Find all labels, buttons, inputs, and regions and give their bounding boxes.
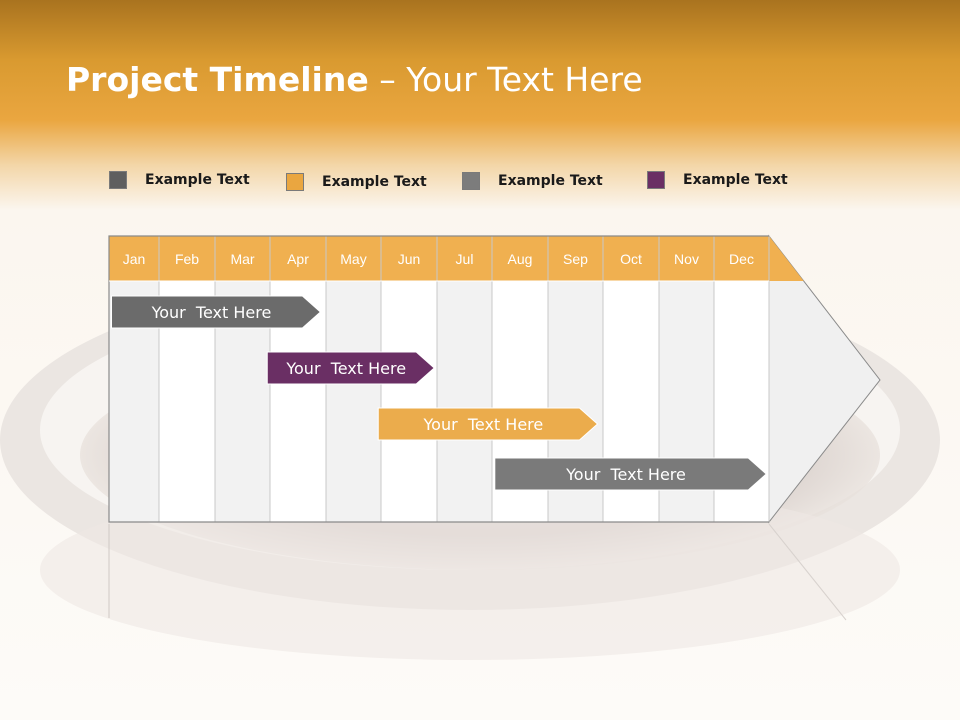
- arrow-tip-header: [769, 236, 804, 281]
- month-header-jan: [109, 236, 159, 281]
- month-label-sep: Sep: [563, 251, 588, 267]
- month-label-jul: Jul: [456, 251, 474, 267]
- month-label-feb: Feb: [175, 251, 199, 267]
- legend-swatch-3: [462, 172, 480, 190]
- month-label-nov: Nov: [674, 251, 699, 267]
- task-label-2: Your Text Here: [285, 359, 406, 378]
- task-label-1: Your Text Here: [151, 303, 272, 322]
- month-label-jun: Jun: [398, 251, 421, 267]
- month-column-may: [326, 281, 381, 522]
- month-label-oct: Oct: [620, 251, 642, 267]
- legend-swatch-1: [109, 171, 127, 189]
- month-column-jul: [437, 281, 492, 522]
- title-rest: – Your Text Here: [368, 60, 643, 99]
- task-label-3: Your Text Here: [423, 415, 544, 434]
- legend-swatch-2: [286, 173, 304, 191]
- month-label-mar: Mar: [230, 251, 254, 267]
- month-header-sep: [548, 236, 603, 281]
- month-label-aug: Aug: [508, 251, 533, 267]
- month-label-dec: Dec: [729, 251, 754, 267]
- month-header-feb: [159, 236, 215, 281]
- legend-swatch-4: [647, 171, 665, 189]
- task-bar-2: [266, 351, 435, 385]
- month-header-dec: [714, 236, 769, 281]
- legend-item-3: Example Text: [462, 171, 603, 191]
- slide-title: Project Timeline – Your Text Here: [66, 60, 643, 99]
- task-bar-4: [494, 457, 768, 491]
- month-label-jan: Jan: [123, 251, 146, 267]
- legend-item-4: Example Text: [647, 170, 788, 190]
- legend-label-4: Example Text: [683, 172, 788, 188]
- legend-label-3: Example Text: [498, 173, 603, 189]
- month-label-may: May: [340, 251, 366, 267]
- reflection-line-right: [768, 523, 847, 621]
- legend-item-2: Example Text: [286, 172, 427, 192]
- month-column-jun: [381, 281, 437, 522]
- month-header-mar: [215, 236, 270, 281]
- month-header-oct: [603, 236, 659, 281]
- month-header-nov: [659, 236, 714, 281]
- task-label-4: Your Text Here: [565, 465, 686, 484]
- legend-label-2: Example Text: [322, 174, 427, 190]
- month-header-jul: [437, 236, 492, 281]
- month-label-apr: Apr: [287, 251, 309, 267]
- task-bar-3: [377, 407, 599, 441]
- legend-label-1: Example Text: [145, 172, 250, 188]
- legend-item-1: Example Text: [109, 170, 250, 190]
- month-header-aug: [492, 236, 548, 281]
- month-header-may: [326, 236, 381, 281]
- month-header-jun: [381, 236, 437, 281]
- month-header-apr: [270, 236, 326, 281]
- task-bar-1: [111, 295, 322, 329]
- timeline-border: [108, 235, 769, 523]
- title-bold: Project Timeline: [66, 60, 369, 99]
